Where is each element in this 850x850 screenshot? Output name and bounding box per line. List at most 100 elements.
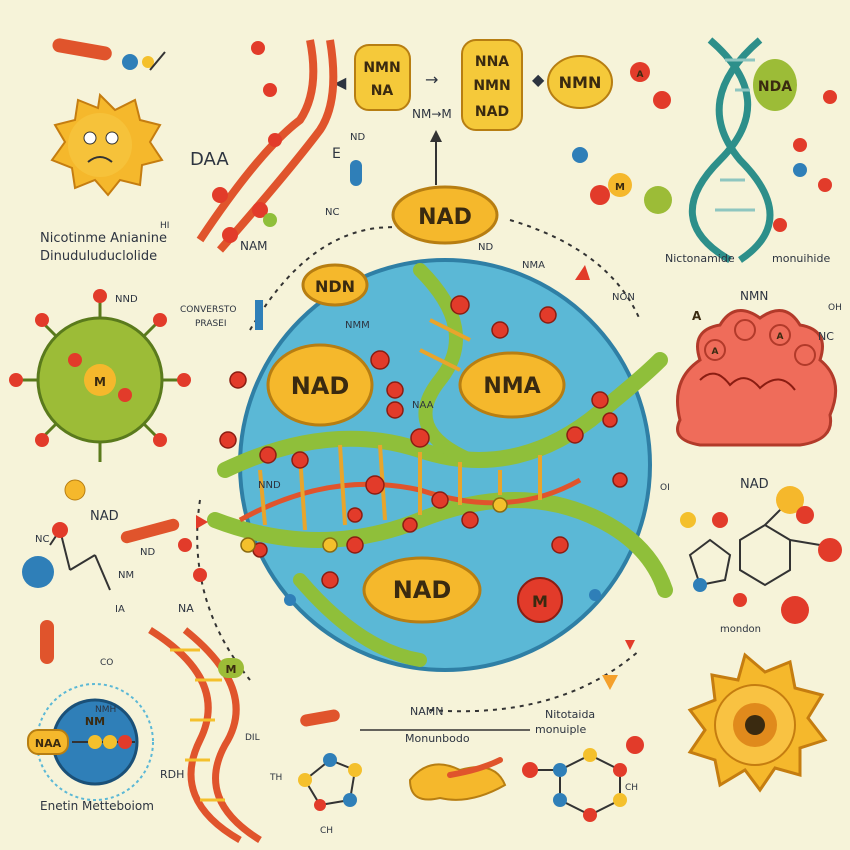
svg-text:NAD: NAD	[475, 104, 509, 120]
dna-top-label: DAA	[190, 149, 229, 170]
nicotonamide-label: Nictonamide	[665, 252, 735, 265]
nnd-center-label: NND	[258, 480, 281, 491]
m-2-label: M	[94, 375, 106, 389]
monunilde-label: monuihide	[772, 252, 830, 265]
top-right-dna-a	[689, 37, 752, 264]
nad-bottom-label: NAD	[393, 576, 452, 604]
a-2-label: A	[692, 309, 702, 323]
dna-strand-green-4	[293, 573, 427, 667]
m-3-label: M	[615, 182, 625, 193]
converst-line1: CONVERSTO	[180, 305, 237, 315]
nmh-label: NMH	[95, 705, 116, 715]
bottom-blob	[408, 763, 507, 801]
arrow-right-1: →	[425, 70, 438, 89]
nam-bottom-label: NAMN	[410, 705, 443, 718]
nc-1-label: NC	[325, 207, 339, 218]
top-left-dna-atom-green	[263, 213, 277, 227]
nma-mid-label: NMA	[522, 260, 545, 271]
converst-line2: PRASEI	[195, 319, 227, 329]
top-left-dna-atoms	[212, 41, 282, 243]
nad-right-label: NAD	[740, 477, 769, 492]
th-label: TH	[269, 773, 282, 783]
svg-text:A: A	[777, 332, 784, 342]
nm-bottom-label: NM	[85, 715, 105, 728]
blob-nad-top: NAD	[391, 185, 499, 245]
nmn-right-label: NMN	[740, 289, 768, 303]
enetin-label: Enetin Metteboiom	[40, 799, 154, 813]
bottom-right-sun	[687, 652, 828, 793]
bottom-left-dna-rungs	[170, 648, 225, 802]
center-atoms-yellow	[240, 497, 508, 553]
top-box-3: NMN	[547, 55, 613, 109]
nd-left-label: ND	[140, 547, 155, 558]
nc-right-label: NC	[818, 330, 834, 343]
capsule-left	[120, 518, 180, 544]
ia-label: IA	[115, 604, 125, 615]
monundo-label: Monunbodo	[405, 732, 470, 745]
dil-label: DIL	[245, 733, 260, 743]
right-molecule-atoms	[680, 486, 842, 624]
top-box-2: NNA NMN NAD	[461, 39, 523, 131]
bottom-right-molecule-atoms	[522, 736, 644, 822]
non-label: NON	[612, 292, 635, 303]
orange-arrow-bottom	[602, 675, 618, 690]
blob-nad-bottom: NAD	[362, 556, 482, 624]
nda-blob	[753, 59, 797, 111]
naa-bottom-label: NAA	[35, 737, 62, 750]
dinudu-label: Dinuduluduclolide	[40, 249, 157, 264]
nad-left-label: NAD	[90, 509, 119, 524]
virus: M	[9, 289, 191, 501]
rdh-label: RDH	[160, 768, 184, 781]
nm-m-label: NM→M	[412, 107, 452, 121]
dna-strand-green-3	[413, 263, 477, 467]
nad-center-left-label: NAD	[291, 372, 350, 400]
cycle-arrow-right	[509, 219, 641, 321]
nd-mid-label: ND	[478, 242, 493, 253]
top-box-1-line1: NMN	[363, 60, 400, 76]
blob-nad-center-left: NAD	[266, 343, 374, 427]
left-mol-atom-1	[52, 522, 68, 538]
nda-label: NDA	[758, 79, 792, 95]
m-pill	[218, 658, 244, 678]
capsule-bottom	[300, 709, 340, 727]
bottom-molecule-atoms	[298, 753, 362, 811]
left-atom-3	[178, 538, 192, 552]
m-atom-bottom	[517, 577, 563, 623]
nitotaida-line2: monuiple	[535, 723, 586, 736]
bottom-right-molecule	[530, 753, 621, 817]
nd-top-label: ND	[350, 132, 365, 143]
cycle-arrow-bottom	[429, 649, 641, 713]
converst-bar	[255, 300, 263, 330]
nitotaida-line1: Nitotaida	[545, 708, 595, 721]
center-atoms	[219, 295, 628, 589]
m-atom-bottom-label: M	[532, 592, 548, 611]
red-arrow-right	[575, 265, 590, 280]
capsule	[350, 160, 362, 186]
red-arrow-bottom	[625, 640, 635, 650]
center-atoms-blue	[284, 589, 601, 606]
left-atom-4	[193, 568, 207, 582]
left-mol-atom-2	[22, 556, 54, 588]
hi-label: HI	[160, 221, 169, 231]
arrow-right-2: ◆	[532, 70, 545, 89]
ndn-label: NDN	[315, 277, 355, 296]
top-box-1-line2: NA	[371, 83, 394, 99]
top-left-dna-a	[196, 39, 318, 243]
top-right-dna-b	[715, 37, 774, 263]
nma-center-label: NMA	[483, 374, 540, 399]
na-left-label: NA	[178, 602, 194, 615]
top-box-3-label: NMN	[559, 73, 602, 92]
bottom-red-tail	[447, 757, 503, 778]
red-arrow-left	[196, 515, 208, 529]
svg-text:M: M	[226, 663, 237, 676]
left-molecule	[49, 529, 111, 591]
ch-2-label: CH	[625, 783, 638, 793]
pink-cell: A A	[676, 309, 838, 447]
nc-left-label: NC	[35, 534, 49, 545]
bottom-left-dna-a	[148, 627, 242, 844]
blob-ndn: NDN	[301, 263, 369, 307]
co-label: CO	[100, 658, 113, 668]
blob-nma-center: NMA	[458, 351, 566, 419]
sun-character	[50, 92, 164, 197]
